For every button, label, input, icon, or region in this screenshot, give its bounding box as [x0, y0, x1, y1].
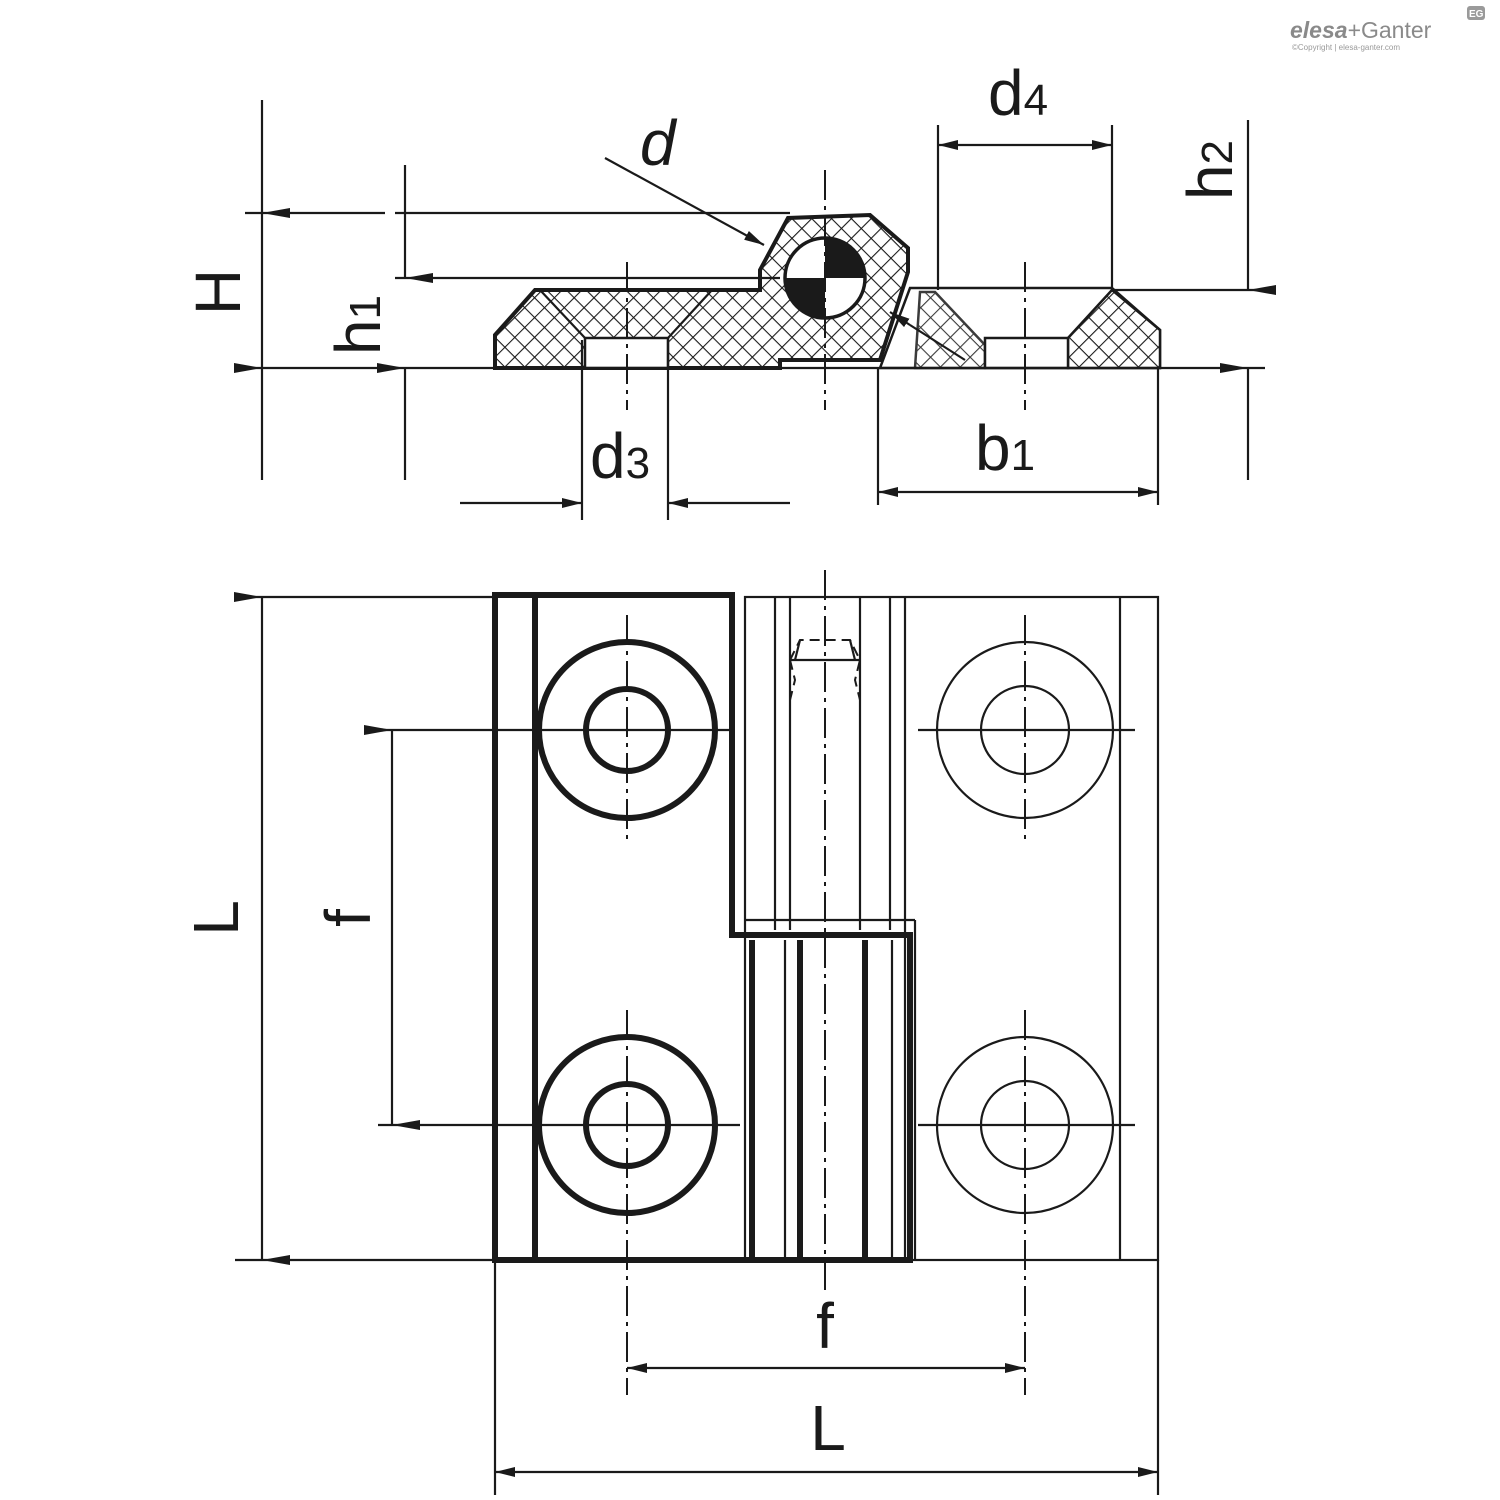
left-leaf [492, 592, 913, 1263]
label-h1-sub: 1 [341, 295, 390, 319]
label-f-bottom: f [816, 1290, 834, 1362]
label-h2: h2 [1174, 140, 1246, 200]
label-H: H [182, 269, 254, 315]
label-L-side: L [180, 900, 252, 936]
label-f-side: f [312, 909, 384, 927]
brand-logo: elesa+Ganter EG ©Copyright | elesa-gante… [1290, 6, 1485, 52]
label-b1-base: b [975, 412, 1011, 484]
plan-view: L f f L [180, 570, 1160, 1495]
label-d3: d3 [590, 420, 650, 492]
label-h1-base: h [322, 319, 394, 355]
brand-name-part1: elesa [1290, 17, 1348, 43]
label-h1: h1 [322, 295, 394, 355]
label-h2-sub: 2 [1193, 140, 1242, 164]
label-d3-base: d [590, 420, 626, 492]
brand-name: elesa+Ganter [1290, 17, 1432, 43]
label-d: d [640, 107, 678, 179]
brand-badge-text: EG [1469, 9, 1484, 20]
right-leaf [743, 595, 1160, 1262]
side-view: H h1 d d4 h2 d3 b1 [182, 57, 1276, 520]
brand-badge [1467, 6, 1485, 20]
brand-name-part2: Ganter [1361, 17, 1432, 43]
label-b1: b1 [975, 412, 1035, 484]
brand-name-sep: + [1348, 17, 1361, 43]
label-d3-sub: 3 [626, 439, 650, 488]
right-countersink [983, 336, 1070, 370]
label-d4-sub: 4 [1024, 76, 1048, 125]
label-d4-base: d [988, 57, 1024, 129]
label-d4: d4 [988, 57, 1048, 129]
label-h2-base: h [1174, 164, 1246, 200]
label-b1-sub: 1 [1011, 431, 1035, 480]
label-L-bottom: L [810, 1392, 846, 1464]
copyright-text: ©Copyright | elesa-ganter.com [1292, 43, 1400, 52]
